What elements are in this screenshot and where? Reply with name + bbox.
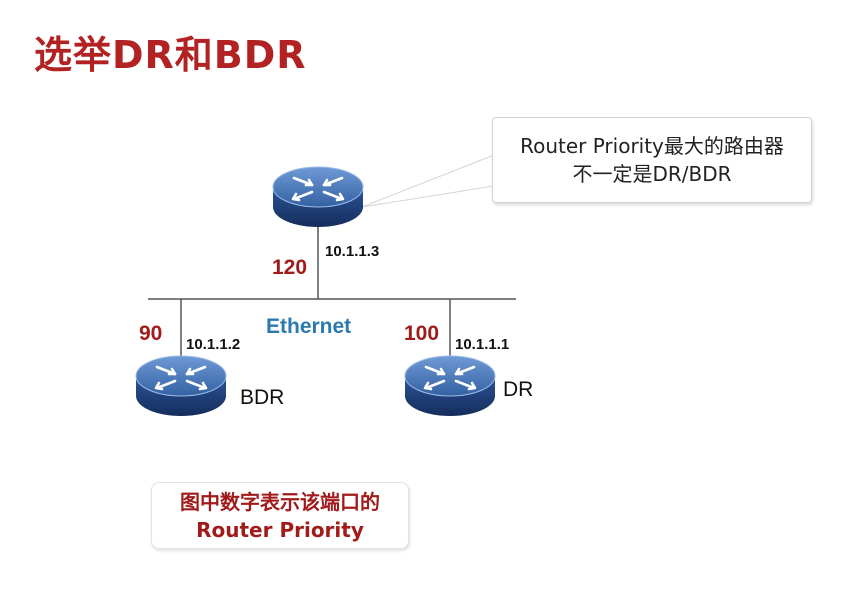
left-router-ip: 10.1.1.2 bbox=[186, 336, 241, 353]
top-router-priority: 120 bbox=[272, 256, 308, 279]
right-router-priority: 100 bbox=[404, 322, 440, 345]
left-router-role: BDR bbox=[240, 386, 285, 409]
note-line2: Router Priority bbox=[196, 518, 364, 542]
callout-box: Router Priority最大的路由器 不一定是DR/BDR bbox=[492, 117, 812, 203]
router-top-icon bbox=[271, 165, 365, 229]
note-line1: 图中数字表示该端口的 bbox=[180, 490, 380, 514]
callout-line2: 不一定是DR/BDR bbox=[572, 162, 732, 186]
right-router-ip: 10.1.1.1 bbox=[455, 336, 510, 353]
top-router-ip: 10.1.1.3 bbox=[325, 243, 380, 260]
callout-line1: Router Priority最大的路由器 bbox=[520, 134, 784, 158]
page-title: 选举DR和BDR bbox=[34, 33, 307, 77]
right-router-role: DR bbox=[503, 378, 534, 401]
note-box: 图中数字表示该端口的 Router Priority bbox=[151, 482, 409, 549]
router-bdr-icon bbox=[134, 354, 228, 418]
callout-pointer bbox=[361, 154, 495, 208]
router-dr-icon bbox=[403, 354, 497, 418]
ethernet-label: Ethernet bbox=[266, 315, 352, 338]
left-router-priority: 90 bbox=[139, 322, 163, 345]
